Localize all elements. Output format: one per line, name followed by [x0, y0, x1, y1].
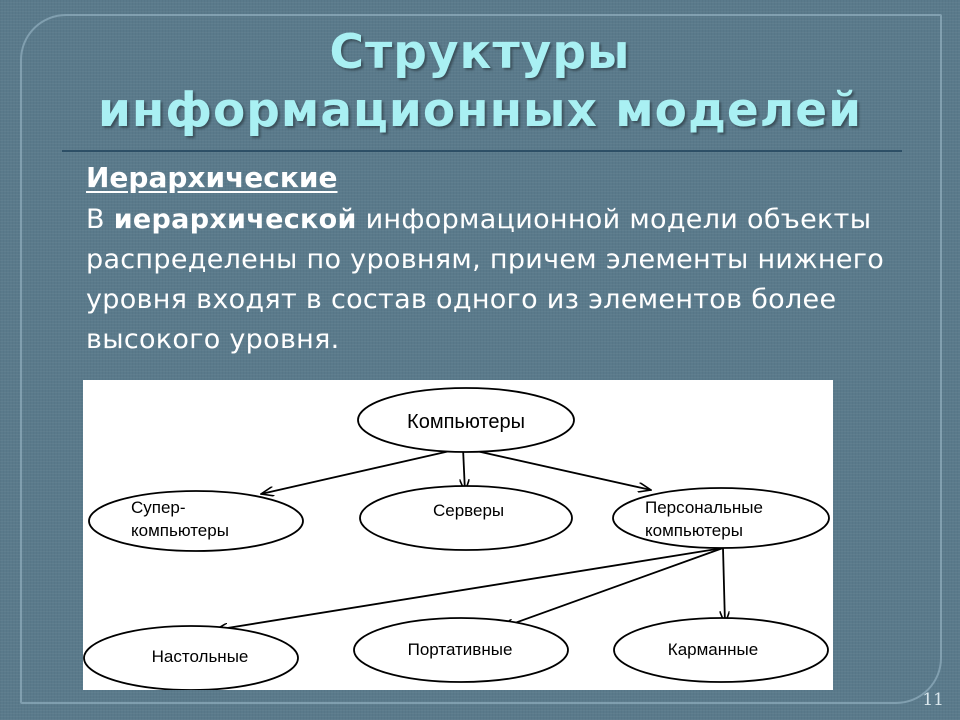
body-text-start: В	[86, 204, 114, 235]
label-personal-1: Персональные	[645, 498, 763, 517]
edge-root-personal	[462, 447, 651, 490]
label-desktop: Настольные	[152, 647, 249, 666]
node-supercomputers	[88, 490, 304, 552]
edge-root-servers	[463, 447, 465, 492]
node-pocket	[613, 617, 829, 683]
edge-personal-desktop	[215, 547, 724, 630]
slide-frame	[20, 14, 942, 704]
edge-personal-portable	[501, 547, 724, 628]
label-super-1: Супер-	[131, 498, 186, 517]
title-line-2: информационных моделей	[97, 83, 863, 138]
hierarchy-diagram: Компьютеры Супер- компьютеры Серверы Пер…	[83, 380, 833, 690]
node-portable	[353, 617, 569, 683]
node-desktop	[83, 625, 299, 690]
page-number: 11	[922, 690, 944, 710]
body-text-rest: информационной модели объекты распределе…	[86, 204, 885, 355]
node-personal	[612, 487, 830, 549]
label-pocket: Карманные	[668, 640, 758, 659]
section-heading: Иерархические	[86, 161, 338, 194]
label-portable: Портативные	[408, 640, 513, 659]
label-personal-2: компьютеры	[645, 521, 743, 540]
label-super-2: компьютеры	[131, 521, 229, 540]
node-root	[357, 387, 575, 453]
slide-title: Структуры информационных моделей	[40, 24, 920, 140]
body-text-bold: иерархической	[113, 204, 357, 235]
title-line-1: Структуры	[329, 25, 631, 80]
node-servers	[359, 485, 573, 551]
label-servers: Серверы	[433, 501, 504, 520]
title-divider	[62, 150, 902, 152]
edge-personal-pocket	[723, 547, 725, 624]
edge-root-super	[261, 447, 464, 494]
label-root: Компьютеры	[407, 411, 525, 433]
body-paragraph: В иерархической информационной модели об…	[86, 200, 886, 360]
